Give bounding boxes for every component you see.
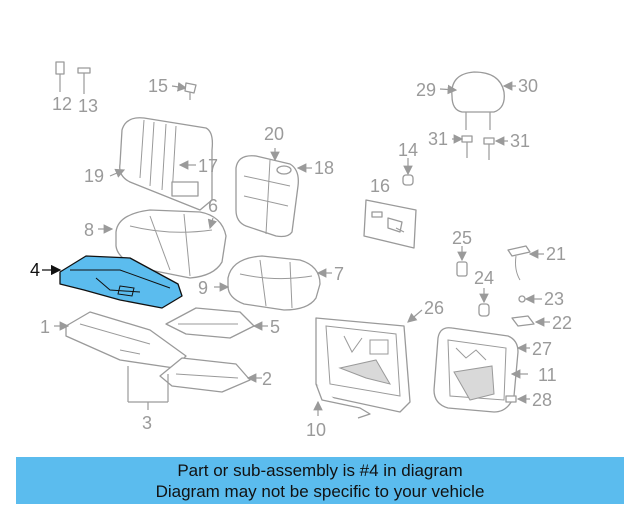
callout-23: 23 [544,289,564,309]
callout-29: 29 [416,80,436,100]
info-banner: Part or sub-assembly is #4 in diagram Di… [16,457,624,504]
callout-22: 22 [552,313,572,333]
callout-3: 3 [142,413,152,433]
part-28-bolt [505,394,530,404]
part-22-handle [511,315,550,327]
part-15-clip [171,82,197,100]
callout-31-right: 31 [510,131,530,151]
callout-18: 18 [314,158,334,178]
callout-12: 12 [52,94,72,114]
callout-9: 9 [198,278,208,298]
callout-24: 24 [474,268,494,288]
part-24-clip [478,288,490,317]
callout-30: 30 [518,76,538,96]
banner-line-1: Part or sub-assembly is #4 in diagram [177,460,463,480]
callout-16: 16 [370,176,390,196]
callout-4: 4 [30,260,40,280]
callout-5: 5 [270,317,280,337]
part-13-screw [77,67,91,94]
callout-31-left: 31 [428,129,448,149]
banner-line-2: Diagram may not be specific to your vehi… [155,481,485,501]
part-26-back-panel [313,309,423,419]
callout-14: 14 [398,140,418,160]
part-1-tray [54,311,187,369]
callout-27: 27 [532,339,552,359]
callout-20: 20 [264,124,284,144]
part-12-clip [55,61,65,92]
part-6-seat-cushion [98,209,227,279]
part-25-clip [456,246,468,277]
callout-26: 26 [424,298,444,318]
part-18-seat-back [235,148,312,238]
part-14-clip [402,158,414,186]
callout-6: 6 [208,196,218,216]
part-16-bracket [363,199,417,249]
part-21-strap [507,245,544,281]
part-2-tray [159,357,262,393]
callout-1: 1 [40,317,50,337]
part-23-clip [518,294,542,304]
callout-11: 11 [538,365,557,385]
part-3-bracket [127,366,169,410]
callout-7: 7 [334,264,344,284]
part-19-seat-back [109,117,214,211]
callout-2: 2 [262,369,272,389]
part-7-seat-cushion [214,255,332,311]
callout-13: 13 [78,96,98,116]
callout-15: 15 [148,76,168,96]
callout-25: 25 [452,228,472,248]
callout-10: 10 [306,420,326,440]
parts-diagram: 12 13 15 19 17 20 18 29 30 31 31 14 16 8… [30,61,572,440]
callout-21: 21 [546,244,566,264]
part-5-pad [165,307,268,339]
part-27-back-panel [433,327,530,413]
part-31-guides [452,134,508,160]
part-4-highlighted [42,255,183,309]
callout-19: 19 [84,166,104,186]
callout-28: 28 [532,390,552,410]
callout-8: 8 [84,220,94,240]
callout-17: 17 [198,156,218,176]
part-29-headrest [439,71,516,130]
